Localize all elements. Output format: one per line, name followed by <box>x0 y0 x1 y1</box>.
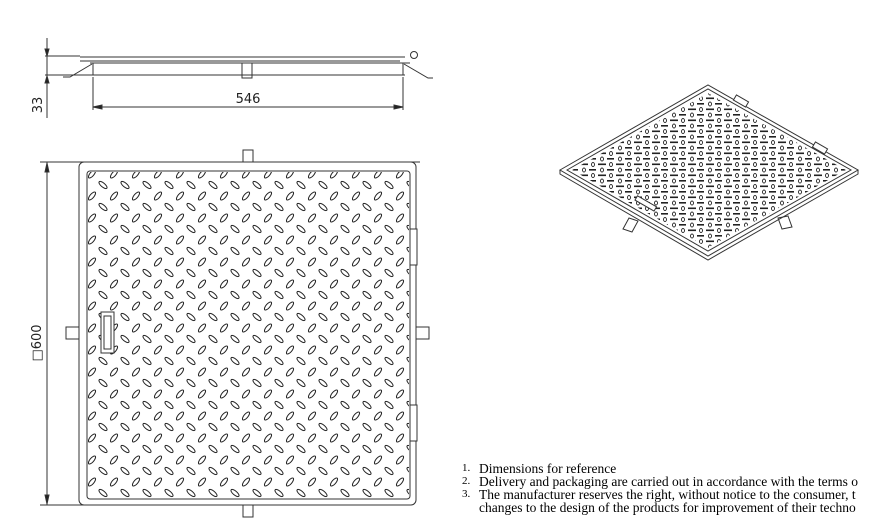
plan-view <box>40 149 430 518</box>
note-number: 2. <box>462 475 471 487</box>
width-dimension: 546 <box>236 92 261 107</box>
height-dimension: 33 <box>31 97 46 114</box>
size-dimension: □600 <box>30 324 45 361</box>
note-number: 1. <box>462 462 471 474</box>
note-item: 2. Delivery and packaging are carried out… <box>462 474 858 489</box>
note-text: The manufacturer reserves the right, wit… <box>479 487 856 502</box>
note-item: 3. The manufacturer reserves the right, w… <box>462 487 858 502</box>
note-text: Dimensions for reference <box>479 461 617 476</box>
isometric-view <box>559 84 860 261</box>
note-item: 1. Dimensions for reference <box>462 461 858 476</box>
note-text: changes to the design of the products fo… <box>479 500 856 515</box>
note-number: 3. <box>462 488 471 500</box>
side-view <box>44 38 433 118</box>
note-item: changes to the design of the products fo… <box>462 500 858 515</box>
notes-list: 1. Dimensions for reference 2. Delivery an… <box>462 461 858 515</box>
note-text: Delivery and packaging are carried out i… <box>479 474 858 489</box>
